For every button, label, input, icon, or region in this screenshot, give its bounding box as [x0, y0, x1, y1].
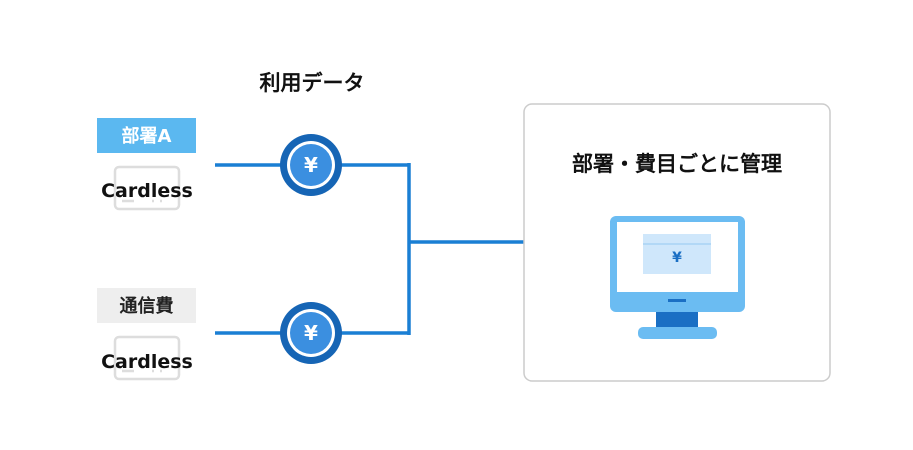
connector-lines	[215, 163, 524, 335]
expense-tag-background	[97, 288, 196, 323]
card-label: Cardless	[101, 180, 193, 202]
screen-yen-symbol: ¥	[672, 250, 682, 266]
yen-coin-icon	[280, 302, 342, 364]
card-icon	[113, 165, 181, 211]
source-communication-expense: 通信費 Cardless ¥	[97, 288, 342, 381]
department-tag-background	[97, 118, 196, 153]
usage-data-heading: 利用データ	[260, 71, 365, 95]
yen-coin-icon	[280, 134, 342, 196]
management-panel: 部署・費目ごとに管理 ¥	[523, 103, 831, 382]
management-title: 部署・費目ごとに管理	[572, 152, 782, 176]
monitor-icon	[610, 216, 745, 339]
source-department-a: 部署A Cardless ¥	[97, 118, 342, 211]
screen-card-icon	[643, 234, 711, 274]
expense-tag-label: 通信費	[120, 295, 174, 317]
yen-coin-symbol: ¥	[304, 321, 318, 345]
yen-coin-symbol: ¥	[304, 153, 318, 177]
card-label: Cardless	[101, 351, 193, 373]
card-icon	[113, 335, 181, 381]
department-tag-label: 部署A	[122, 125, 172, 147]
